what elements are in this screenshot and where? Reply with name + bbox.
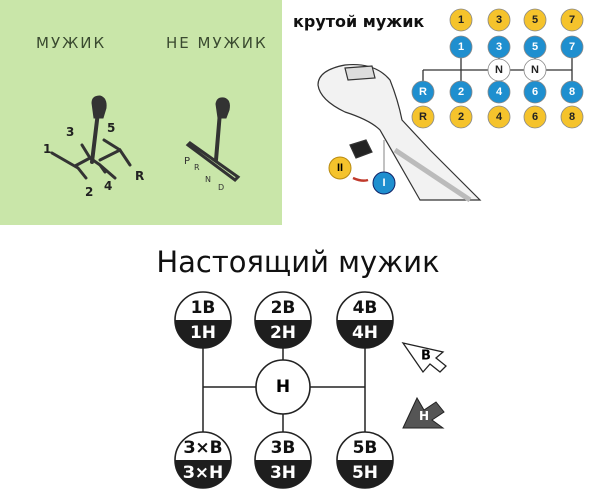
svg-text:N: N — [495, 64, 503, 76]
svg-text:5: 5 — [532, 14, 538, 26]
gear-circle-bottom-row: 8 — [560, 105, 584, 129]
label-manual: МУЖИК — [36, 34, 106, 52]
svg-text:3: 3 — [496, 41, 502, 53]
gear-circle-lower-blue-row: 6 — [523, 80, 547, 104]
svg-text:7: 7 — [569, 41, 575, 53]
svg-text:1: 1 — [43, 142, 51, 156]
manual-shifter-drawing — [50, 95, 132, 180]
green-background — [0, 0, 282, 225]
gear-circle-lower-blue-row: 2 — [449, 80, 473, 104]
svg-text:I: I — [382, 177, 385, 189]
svg-text:N: N — [531, 64, 539, 76]
svg-text:Н: Н — [276, 377, 290, 397]
split-gear-circle: З×В З×Н — [174, 431, 232, 489]
title-real-man: Настоящий мужик — [156, 245, 439, 279]
svg-text:2В: 2В — [271, 298, 296, 318]
svg-text:3Н: 3Н — [270, 463, 296, 483]
svg-text:P: P — [184, 156, 190, 167]
gear-circle-upper-blue-row: 3 — [487, 35, 511, 59]
gear-circle-bottom-row: 6 — [523, 105, 547, 129]
svg-text:5В: 5В — [353, 438, 378, 458]
svg-text:6: 6 — [532, 111, 538, 123]
svg-text:2: 2 — [85, 185, 93, 199]
svg-text:N: N — [205, 175, 211, 184]
svg-text:4В: 4В — [353, 298, 378, 318]
auto-gear-labels: P R N D — [184, 156, 224, 192]
svg-text:R: R — [135, 169, 144, 183]
gear-circle-bottom-row: 4 — [487, 105, 511, 129]
gear-circle-bottom-row: 2 — [449, 105, 473, 129]
title-cool-guy: крутой мужик — [293, 12, 424, 31]
svg-text:1: 1 — [458, 14, 464, 26]
panel-manual-vs-auto: МУЖИК НЕ МУЖИК 1 2 3 4 5 R P R N D — [0, 0, 282, 225]
gear-circle-bottom-row: R — [411, 105, 435, 129]
gear-circle-neutral: N — [487, 58, 511, 82]
svg-text:2: 2 — [458, 111, 464, 123]
gear-circle-top-row: 7 — [560, 8, 584, 32]
svg-text:З×Н: З×Н — [183, 463, 224, 483]
manual-gear-labels: 1 2 3 4 5 R — [43, 121, 144, 199]
label-auto: НЕ МУЖИК — [166, 34, 268, 52]
svg-text:5: 5 — [107, 121, 115, 135]
neutral-circle: Н — [255, 359, 311, 415]
svg-text:8: 8 — [569, 86, 575, 98]
panel-real-man: Настоящий мужик Н 1В1Н2В2Н4В4НЗ×ВЗ×Н3В3Н… — [156, 245, 447, 489]
svg-text:R: R — [419, 111, 427, 123]
gear-circle-upper-blue-row: 5 — [523, 35, 547, 59]
range-switch-circles: II I — [328, 156, 396, 195]
svg-text:4: 4 — [496, 86, 503, 98]
svg-text:8: 8 — [569, 111, 575, 123]
svg-text:6: 6 — [532, 86, 538, 98]
svg-text:II: II — [337, 162, 343, 174]
svg-text:4Н: 4Н — [352, 323, 378, 343]
gear-knob-drawing — [317, 63, 482, 203]
svg-text:1Н: 1Н — [190, 323, 216, 343]
svg-text:З×В: З×В — [183, 438, 222, 458]
arrow-down-icon: Н — [402, 396, 445, 429]
svg-text:3: 3 — [66, 125, 74, 139]
svg-text:5: 5 — [532, 41, 538, 53]
svg-text:3: 3 — [496, 14, 502, 26]
svg-text:R: R — [194, 163, 200, 172]
gear-circle-upper-blue-row: 1 — [449, 35, 473, 59]
gear-circle-top-row: 5 — [523, 8, 547, 32]
arrow-up-icon: В — [401, 342, 447, 374]
svg-text:4: 4 — [104, 179, 112, 193]
svg-text:2: 2 — [458, 86, 464, 98]
svg-text:1: 1 — [458, 41, 464, 53]
gear-circle-top-row: 1 — [449, 8, 473, 32]
svg-text:2Н: 2Н — [270, 323, 296, 343]
svg-text:Н: Н — [419, 409, 429, 423]
auto-shifter-drawing — [185, 97, 241, 182]
svg-text:В: В — [421, 349, 431, 364]
svg-text:R: R — [419, 86, 427, 98]
svg-text:7: 7 — [569, 14, 575, 26]
gear-circle-lower-blue-row: R — [411, 80, 435, 104]
gear-circle-neutral: N — [523, 58, 547, 82]
gear-circle-lower-blue-row: 8 — [560, 80, 584, 104]
svg-text:D: D — [218, 183, 224, 192]
gear-circle-lower-blue-row: 4 — [487, 80, 511, 104]
gear-circle-upper-blue-row: 7 — [560, 35, 584, 59]
gear-circle-top-row: 3 — [487, 8, 511, 32]
svg-text:3В: 3В — [271, 438, 296, 458]
svg-text:5Н: 5Н — [352, 463, 378, 483]
svg-text:1В: 1В — [191, 298, 216, 318]
svg-text:4: 4 — [496, 111, 503, 123]
